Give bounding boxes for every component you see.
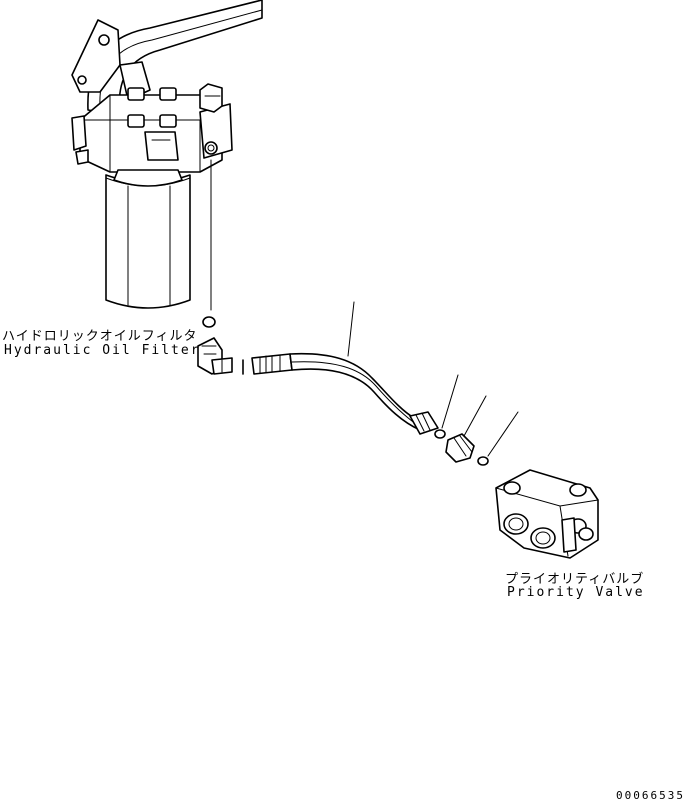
head-bolts [127, 87, 179, 161]
drawing-number: 00066535 [616, 789, 685, 802]
valve-label-jp: プライオリティバルブ [505, 572, 645, 587]
valve-label-en: Priority Valve [507, 585, 645, 600]
priority-valve [495, 469, 599, 559]
o-ring-3 [477, 411, 519, 466]
filter-label-jp: ハイドロリックオイルフィルタ [2, 329, 198, 344]
hydraulic-oil-filter [71, 0, 263, 328]
hose [251, 301, 439, 435]
connector [445, 395, 487, 463]
o-ring-2 [434, 374, 459, 439]
o-ring-1 [202, 316, 216, 328]
filter-label-en: Hydraulic Oil Filter [4, 343, 201, 358]
elbow-fitting [197, 337, 244, 375]
